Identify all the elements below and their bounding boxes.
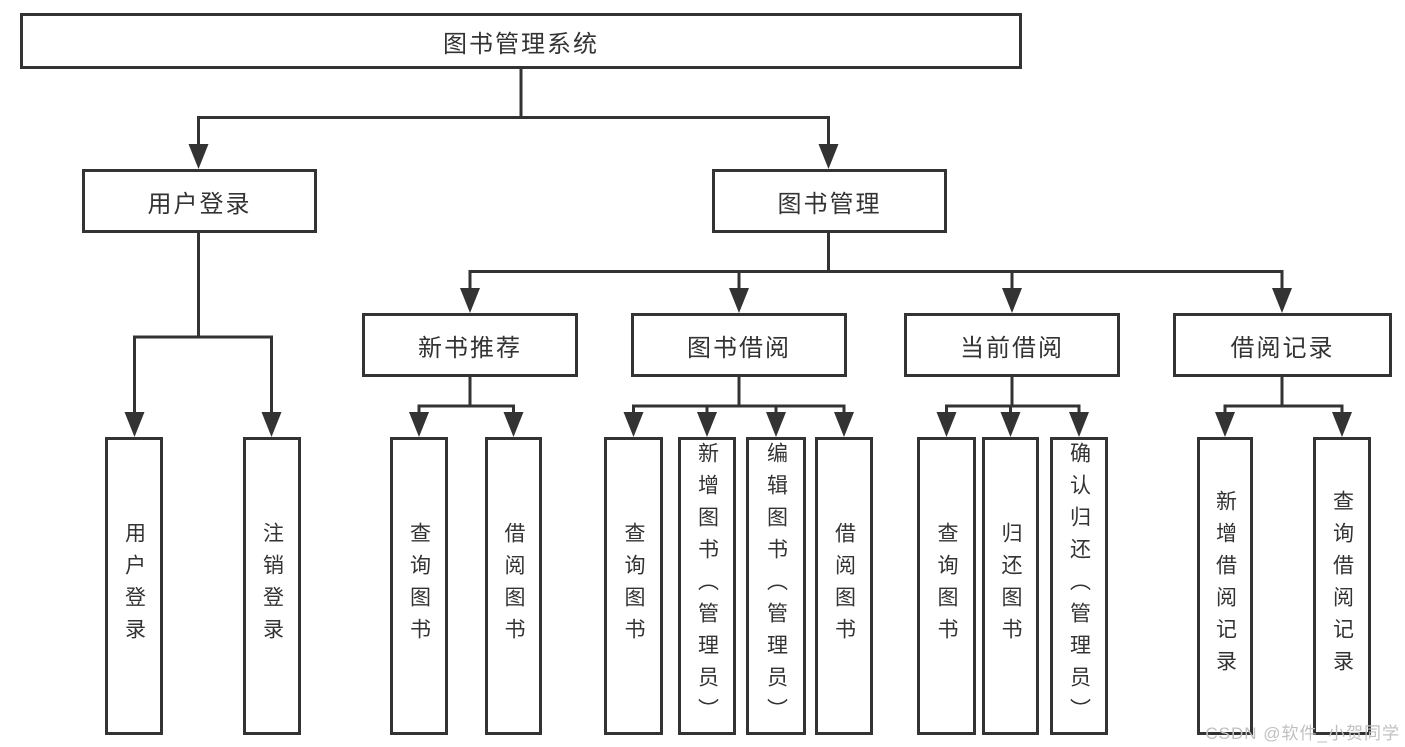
leaf-logout-label: 注销登录: [260, 522, 284, 650]
arrowhead-down: [834, 412, 854, 437]
node-book-management-label: 图书管理: [777, 190, 882, 218]
node-new-book-recommend-label: 新书推荐: [418, 334, 522, 362]
leaf-borrow-book-recommend-label: 借阅图书: [502, 522, 525, 650]
arrowhead-down: [261, 412, 282, 437]
leaf-query-book-borrow-label: 查询图书: [622, 522, 645, 650]
node-root: 图书管理系统: [20, 13, 1022, 69]
root-connectors: [188, 69, 839, 169]
leaf-query-book-recommend-label: 查询图书: [407, 522, 431, 650]
arrowhead-down: [1002, 288, 1022, 313]
leaf-user-login-label: 用户登录: [122, 522, 146, 650]
arrowhead-down: [188, 144, 209, 169]
leaf-user-login: 用户登录: [105, 437, 163, 735]
leaf-query-book-current-label: 查询图书: [935, 522, 958, 650]
arrowhead-down: [936, 412, 957, 437]
csdn-watermark: CSDN @软件_小贺同学: [1205, 724, 1400, 743]
leaf-borrow-book-label: 借阅图书: [832, 522, 856, 650]
arrowhead-down: [766, 412, 786, 437]
node-book-management: 图书管理: [712, 169, 947, 233]
leaf-query-borrow-record: 查询借阅记录: [1313, 437, 1371, 735]
leaf-add-borrow-record: 新增借阅记录: [1197, 437, 1253, 735]
arrowhead-down: [1272, 288, 1292, 313]
user-login-connectors: [124, 233, 282, 437]
leaf-query-book-current: 查询图书: [917, 437, 976, 735]
leaf-add-borrow-record-label: 新增借阅记录: [1213, 490, 1237, 682]
node-book-borrow-label: 图书借阅: [687, 334, 791, 362]
node-borrow-records: 借阅记录: [1173, 313, 1392, 377]
leaf-add-book-admin: 新增图书（管理员）: [678, 437, 736, 735]
leaf-edit-book-admin: 编辑图书（管理员）: [746, 437, 806, 735]
new-book-recommend-connectors: [409, 377, 524, 437]
arrowhead-down: [1215, 412, 1235, 437]
node-new-book-recommend: 新书推荐: [362, 313, 578, 377]
leaf-add-book-admin-label: 新增图书（管理员）: [695, 442, 719, 730]
arrowhead-down: [1069, 412, 1089, 437]
node-current-borrow: 当前借阅: [904, 313, 1120, 377]
leaf-edit-book-admin-label: 编辑图书（管理员）: [764, 442, 788, 730]
arrowhead-down: [409, 412, 429, 437]
current-borrow-connectors: [936, 377, 1089, 437]
leaf-confirm-return-admin-label: 确认归还（管理员）: [1067, 442, 1091, 730]
arrowhead-down: [1000, 412, 1021, 437]
leaf-return-book: 归还图书: [982, 437, 1039, 735]
node-book-borrow: 图书借阅: [631, 313, 847, 377]
leaf-logout: 注销登录: [243, 437, 301, 735]
arrowhead-down: [124, 412, 145, 437]
node-root-label: 图书管理系统: [443, 30, 599, 58]
leaf-query-book-borrow: 查询图书: [604, 437, 663, 735]
arrowhead-down: [1332, 412, 1352, 437]
arrowhead-down: [818, 144, 839, 169]
node-user-login-label: 用户登录: [147, 190, 252, 218]
book-management-connectors: [460, 232, 1292, 313]
book-borrow-connectors: [623, 377, 854, 437]
leaf-return-book-label: 归还图书: [999, 522, 1022, 650]
leaf-query-book-recommend: 查询图书: [390, 437, 448, 735]
arrowhead-down: [503, 412, 524, 437]
node-borrow-records-label: 借阅记录: [1230, 334, 1335, 362]
node-current-borrow-label: 当前借阅: [960, 334, 1064, 362]
leaf-confirm-return-admin: 确认归还（管理员）: [1050, 437, 1108, 735]
arrowhead-down: [697, 412, 717, 437]
leaf-borrow-book-recommend: 借阅图书: [485, 437, 542, 735]
leaf-query-borrow-record-label: 查询借阅记录: [1330, 490, 1354, 682]
arrowhead-down: [460, 288, 480, 313]
arrowhead-down: [729, 288, 749, 313]
node-user-login: 用户登录: [82, 169, 317, 233]
leaf-borrow-book: 借阅图书: [815, 437, 873, 735]
borrow-records-connectors: [1215, 377, 1352, 437]
arrowhead-down: [623, 412, 644, 437]
